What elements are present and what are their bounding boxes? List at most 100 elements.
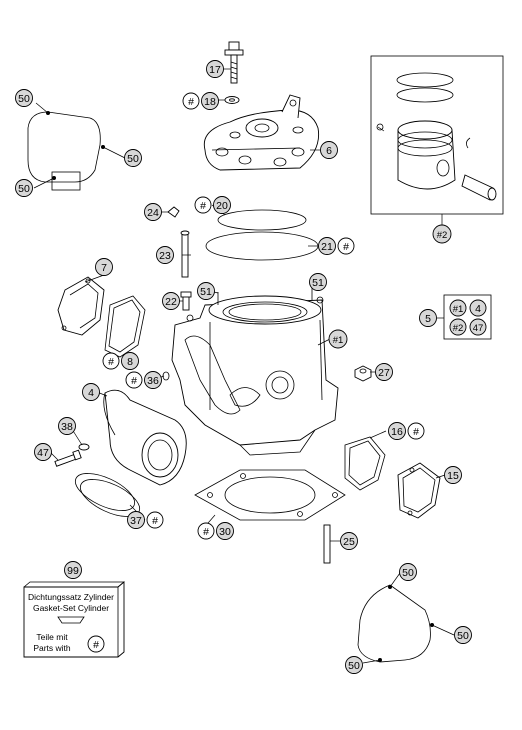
gasket-kit-line4: Parts with (33, 643, 71, 653)
callout-50-f (345, 656, 363, 674)
callout-50-e-label: 50 (457, 630, 469, 642)
hash-bubble-16 (407, 422, 425, 440)
callout-7-label: 7 (101, 262, 107, 274)
gasket-kit-box: Dichtungssatz Zylinder Gasket-Set Cylind… (23, 581, 125, 658)
callout-36-label: 36 (147, 375, 159, 387)
callout-8 (121, 352, 139, 370)
callout-16-label: 16 (391, 426, 403, 438)
hash-30: # (203, 526, 209, 538)
callout-21-label: 21 (321, 241, 333, 253)
callout-20-label: 20 (216, 200, 228, 212)
exhaust-valve-cover (57, 276, 105, 336)
kit-4 (469, 299, 487, 317)
callout-15-label: 15 (447, 470, 459, 482)
cylinder-head (203, 94, 320, 171)
hash-bubble-37 (146, 511, 164, 529)
callout-hash-2-label: #2 (437, 230, 448, 241)
callout-50-f-label: 50 (348, 660, 360, 672)
kit-hash-1-symbol: #1 (453, 304, 464, 315)
nut-27 (354, 365, 372, 382)
callout-50-a (15, 89, 33, 107)
stud-25 (323, 524, 331, 564)
callout-8-label: 8 (127, 356, 133, 368)
callout-37-label: 37 (130, 515, 142, 527)
hash-bubble-36 (125, 371, 143, 389)
hash-21: # (343, 241, 349, 253)
callout-99-label: 99 (67, 565, 79, 577)
side-cover-15 (397, 462, 441, 519)
callout-50-c-label: 50 (18, 183, 30, 195)
water-tube (180, 230, 190, 278)
kit-hash-2 (449, 318, 467, 336)
callout-47 (34, 443, 52, 461)
brand-logo (57, 616, 85, 624)
hash-bubble-21 (337, 237, 355, 255)
callout-51-left (197, 282, 215, 300)
head-o-ring-inner (217, 209, 307, 231)
callout-50-b (124, 149, 142, 167)
hash-bubble-30 (197, 522, 215, 540)
callout-30-label: 30 (219, 526, 231, 538)
kit-47 (469, 318, 487, 336)
callout-23-label: 23 (159, 250, 171, 262)
callout-21 (318, 237, 336, 255)
hash-bubble-8 (102, 352, 120, 370)
hose-nipple (167, 206, 180, 218)
callout-27-label: 27 (378, 367, 390, 379)
callout-5 (419, 309, 437, 327)
callout-37 (127, 511, 145, 529)
hash-20: # (200, 200, 206, 212)
callout-38 (58, 417, 76, 435)
callout-hash-2 (432, 224, 452, 244)
callout-17 (206, 60, 224, 78)
exhaust-gasket-top (27, 111, 101, 191)
callout-50-d-label: 50 (402, 567, 414, 579)
hash-8: # (108, 356, 114, 368)
callout-15 (444, 466, 462, 484)
hash-symbol: # (93, 639, 99, 651)
callout-20 (213, 196, 231, 214)
callout-6 (320, 141, 338, 159)
piston-group (370, 55, 504, 228)
kit-box-5 (437, 294, 492, 340)
hash-36: # (131, 375, 137, 387)
callout-24 (144, 203, 162, 221)
kit-47-label: 47 (473, 323, 484, 334)
washer-38 (78, 443, 90, 451)
callout-5-label: 5 (425, 313, 431, 325)
callout-7 (95, 258, 113, 276)
callout-4 (82, 383, 100, 401)
callout-25 (340, 532, 358, 550)
gasket-kit-hash-bubble (87, 635, 105, 653)
callout-50-c (15, 179, 33, 197)
hash-bubble-18 (182, 92, 200, 110)
callout-47-label: 47 (37, 447, 49, 459)
callout-51-right-label: 51 (312, 277, 324, 289)
intake-flange (103, 389, 187, 486)
reed-o-rings (75, 473, 140, 517)
callout-50-a-label: 50 (18, 93, 30, 105)
callout-50-e (454, 626, 472, 644)
hash-bubble-20 (194, 196, 212, 214)
callout-24-label: 24 (147, 207, 159, 219)
callout-17-label: 17 (209, 64, 221, 76)
gasket-kit-line1: Dichtungssatz Zylinder (28, 592, 114, 602)
screw-47 (54, 449, 82, 467)
callout-51-right (309, 273, 327, 291)
callout-4-label: 4 (88, 387, 94, 399)
gasket-kit-line3: Teile mit (36, 632, 68, 642)
callout-23 (156, 246, 174, 264)
kit-4-label: 4 (475, 303, 481, 315)
callout-18 (201, 92, 219, 110)
callout-30 (216, 522, 234, 540)
hash-18: # (188, 96, 194, 108)
callout-22 (162, 292, 180, 310)
callout-50-d (399, 563, 417, 581)
callout-hash-1-label: #1 (333, 335, 344, 346)
callout-99 (64, 561, 82, 579)
side-gasket-16 (344, 436, 386, 491)
exhaust-valve-gasket (104, 295, 146, 358)
hash-16: # (413, 426, 419, 438)
head-bolt (224, 41, 244, 104)
